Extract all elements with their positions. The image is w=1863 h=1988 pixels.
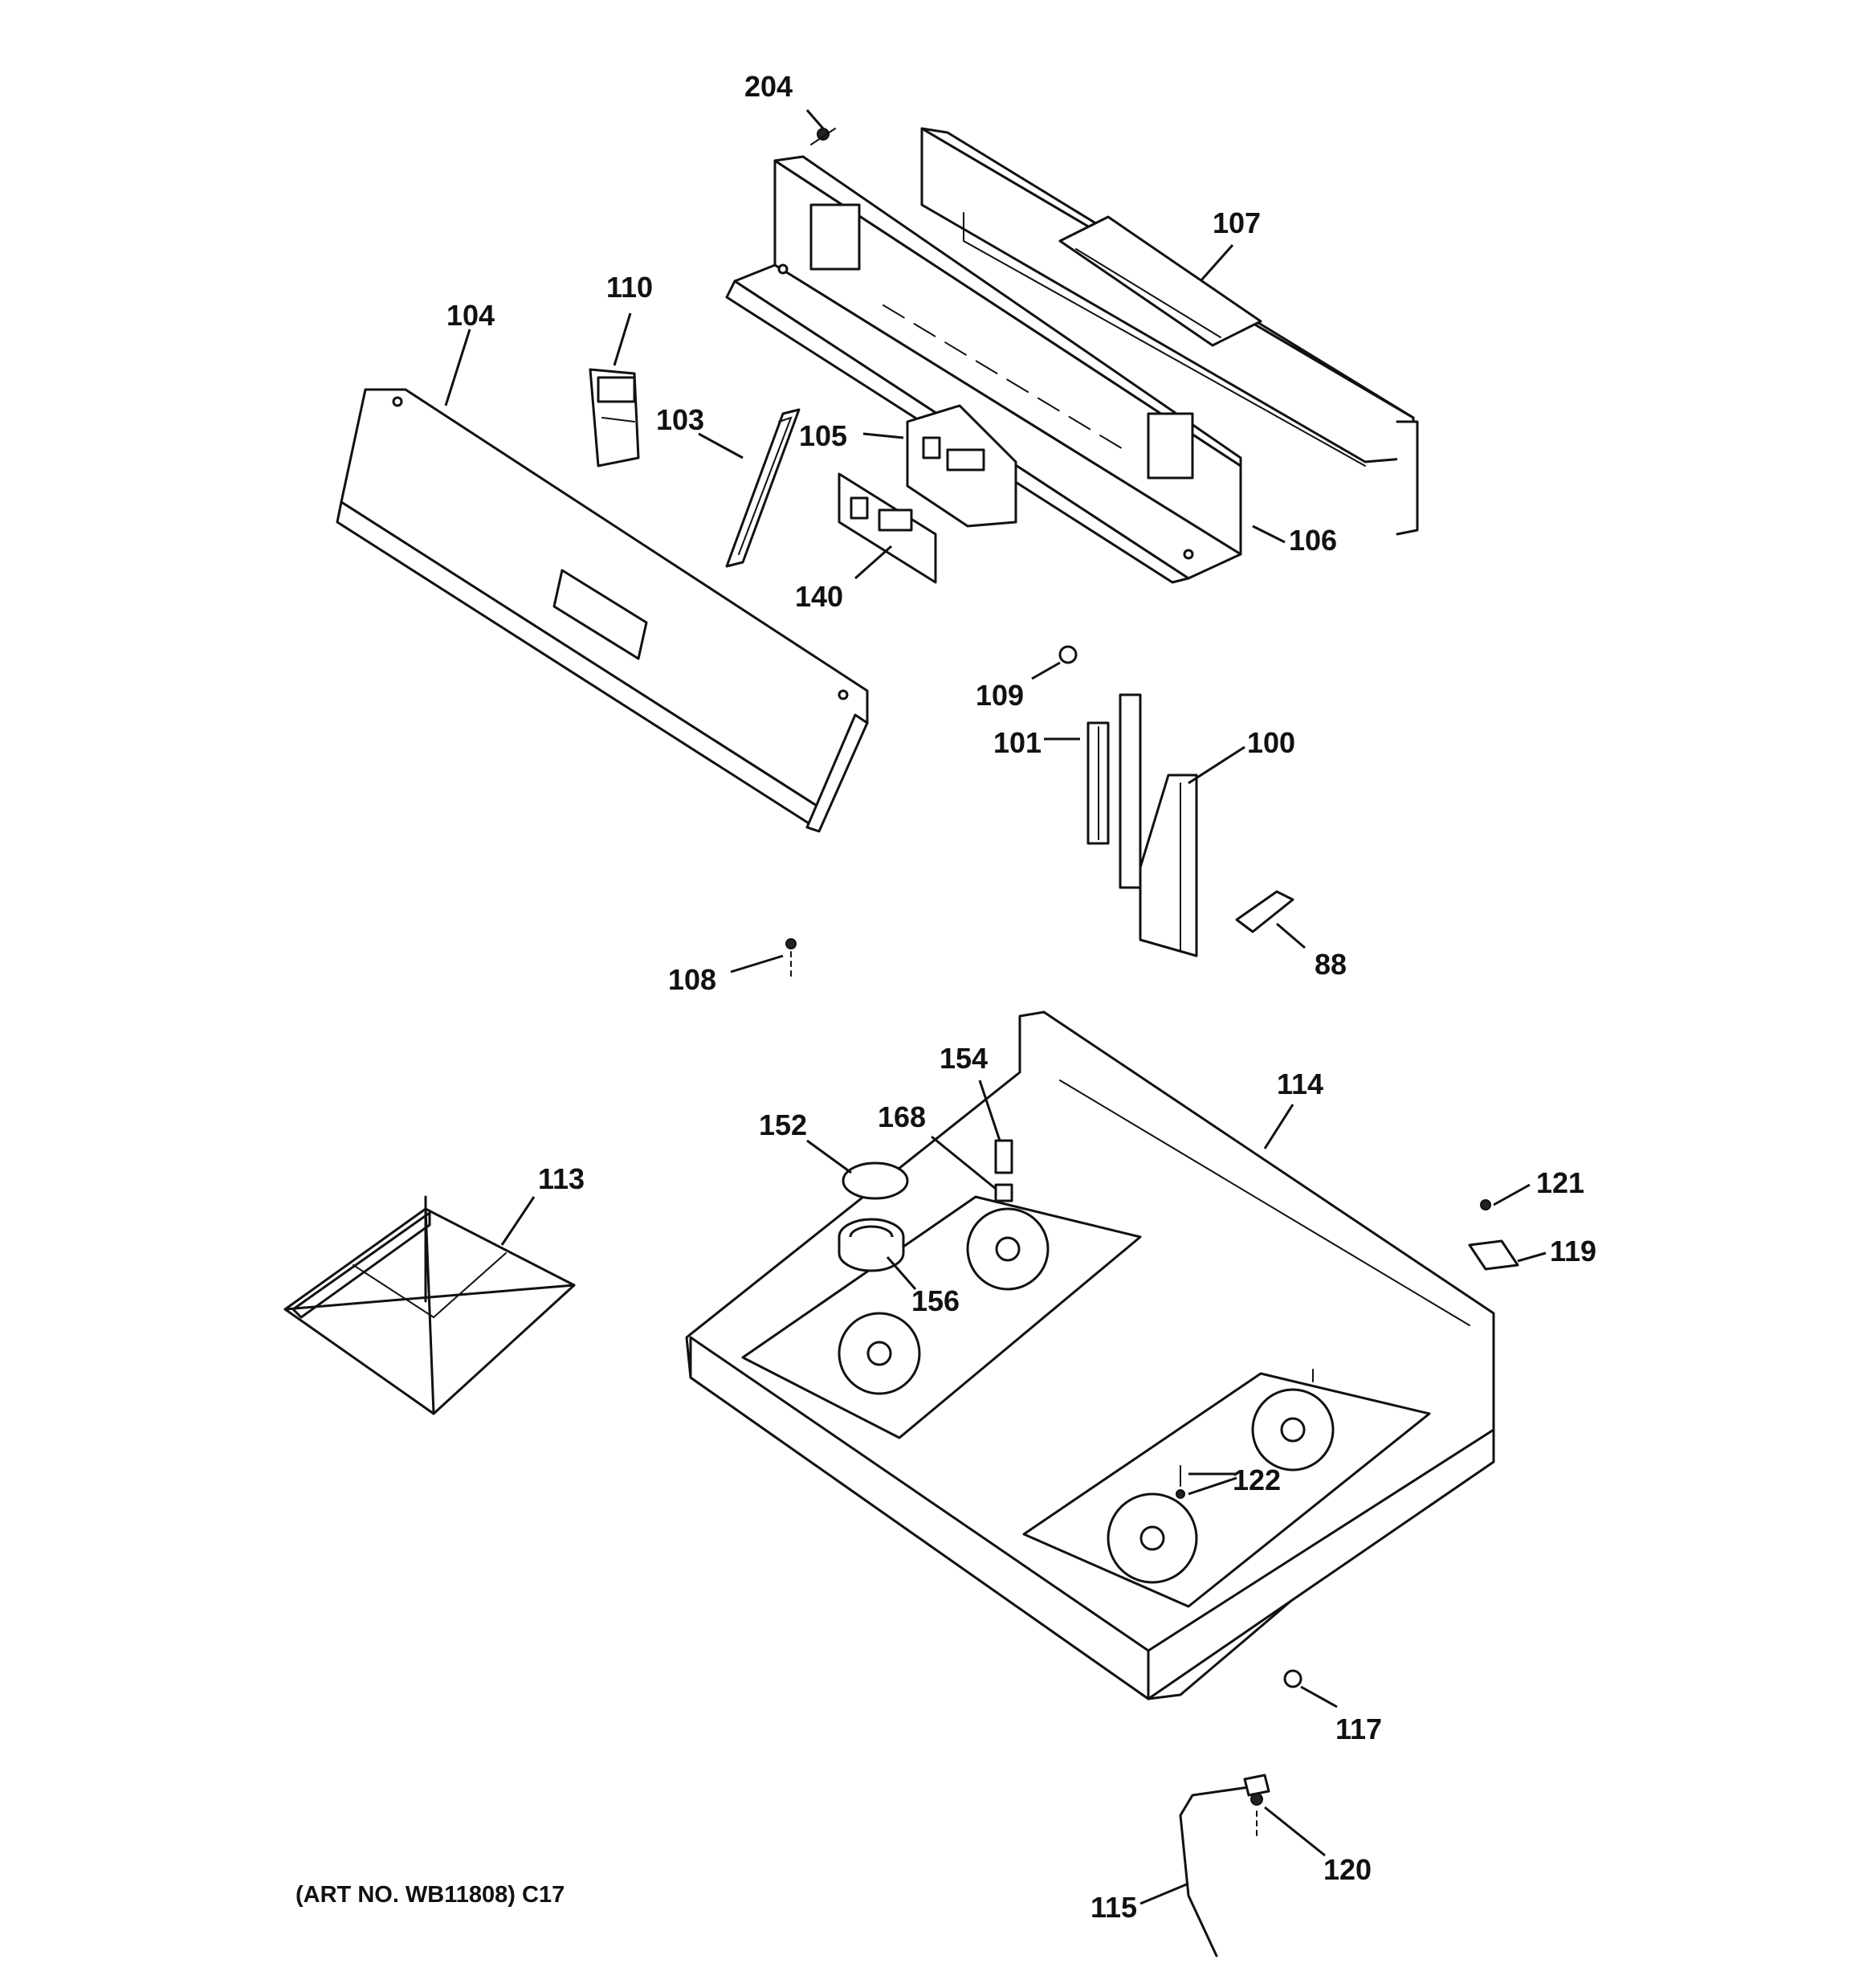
callout-204: 204 [744, 70, 793, 103]
callout-152: 152 [759, 1108, 807, 1141]
callout-100: 100 [1247, 726, 1295, 759]
art-number: (ART NO. WB11808) C17 [296, 1882, 565, 1908]
callout-105: 105 [799, 419, 847, 452]
part-120-screw [1250, 1793, 1263, 1836]
part-152-burner-cap [842, 1161, 909, 1200]
callout-154: 154 [940, 1042, 988, 1075]
callout-156: 156 [911, 1284, 960, 1317]
callout-168: 168 [878, 1100, 926, 1133]
part-156-burner-head [838, 1218, 905, 1272]
part-113-grate [283, 1195, 576, 1415]
callout-113: 113 [538, 1162, 585, 1195]
callout-108: 108 [668, 963, 716, 996]
part-100-side-trim [1139, 774, 1198, 957]
part-140-overlay [838, 472, 937, 584]
callout-104: 104 [446, 299, 495, 332]
part-105-clock-timer [906, 404, 1017, 528]
leader-lines [444, 109, 1547, 1905]
callout-117: 117 [1335, 1712, 1382, 1745]
callout-101: 101 [993, 726, 1042, 759]
part-122-screws [1176, 1369, 1314, 1499]
part-101-bracket [1086, 693, 1142, 889]
callout-119: 119 [1550, 1235, 1596, 1268]
callout-115: 115 [1090, 1891, 1137, 1924]
part-119-bracket [1468, 1239, 1519, 1271]
part-121-screw [1480, 1199, 1491, 1210]
callout-106: 106 [1289, 524, 1337, 557]
part-204-screw [810, 128, 836, 145]
callout-121: 121 [1536, 1166, 1584, 1199]
part-114-cooktop [685, 1010, 1495, 1700]
callout-labels: 204 107 110 104 103 105 106 140 109 101 … [446, 70, 1596, 1924]
callout-140: 140 [795, 580, 843, 613]
part-104-control-panel [336, 388, 869, 833]
callout-110: 110 [606, 271, 653, 304]
part-103-bracket [725, 408, 801, 568]
part-115-tube [1179, 1774, 1270, 1957]
part-154-orifice [994, 1139, 1013, 1174]
callout-109: 109 [976, 679, 1024, 712]
part-107-top-cover [920, 127, 1419, 536]
part-117-nut [1283, 1669, 1302, 1688]
callout-120: 120 [1323, 1853, 1372, 1886]
part-110-relay [589, 368, 640, 467]
part-109-nut [1058, 645, 1078, 664]
callout-103: 103 [656, 403, 704, 436]
callout-107: 107 [1213, 206, 1261, 239]
part-108-screw [785, 938, 797, 977]
part-168-spark-electrode [994, 1183, 1013, 1202]
part-88-clip [1235, 890, 1294, 933]
callout-88: 88 [1315, 948, 1347, 981]
callout-114: 114 [1277, 1067, 1323, 1100]
callout-122: 122 [1233, 1463, 1281, 1496]
